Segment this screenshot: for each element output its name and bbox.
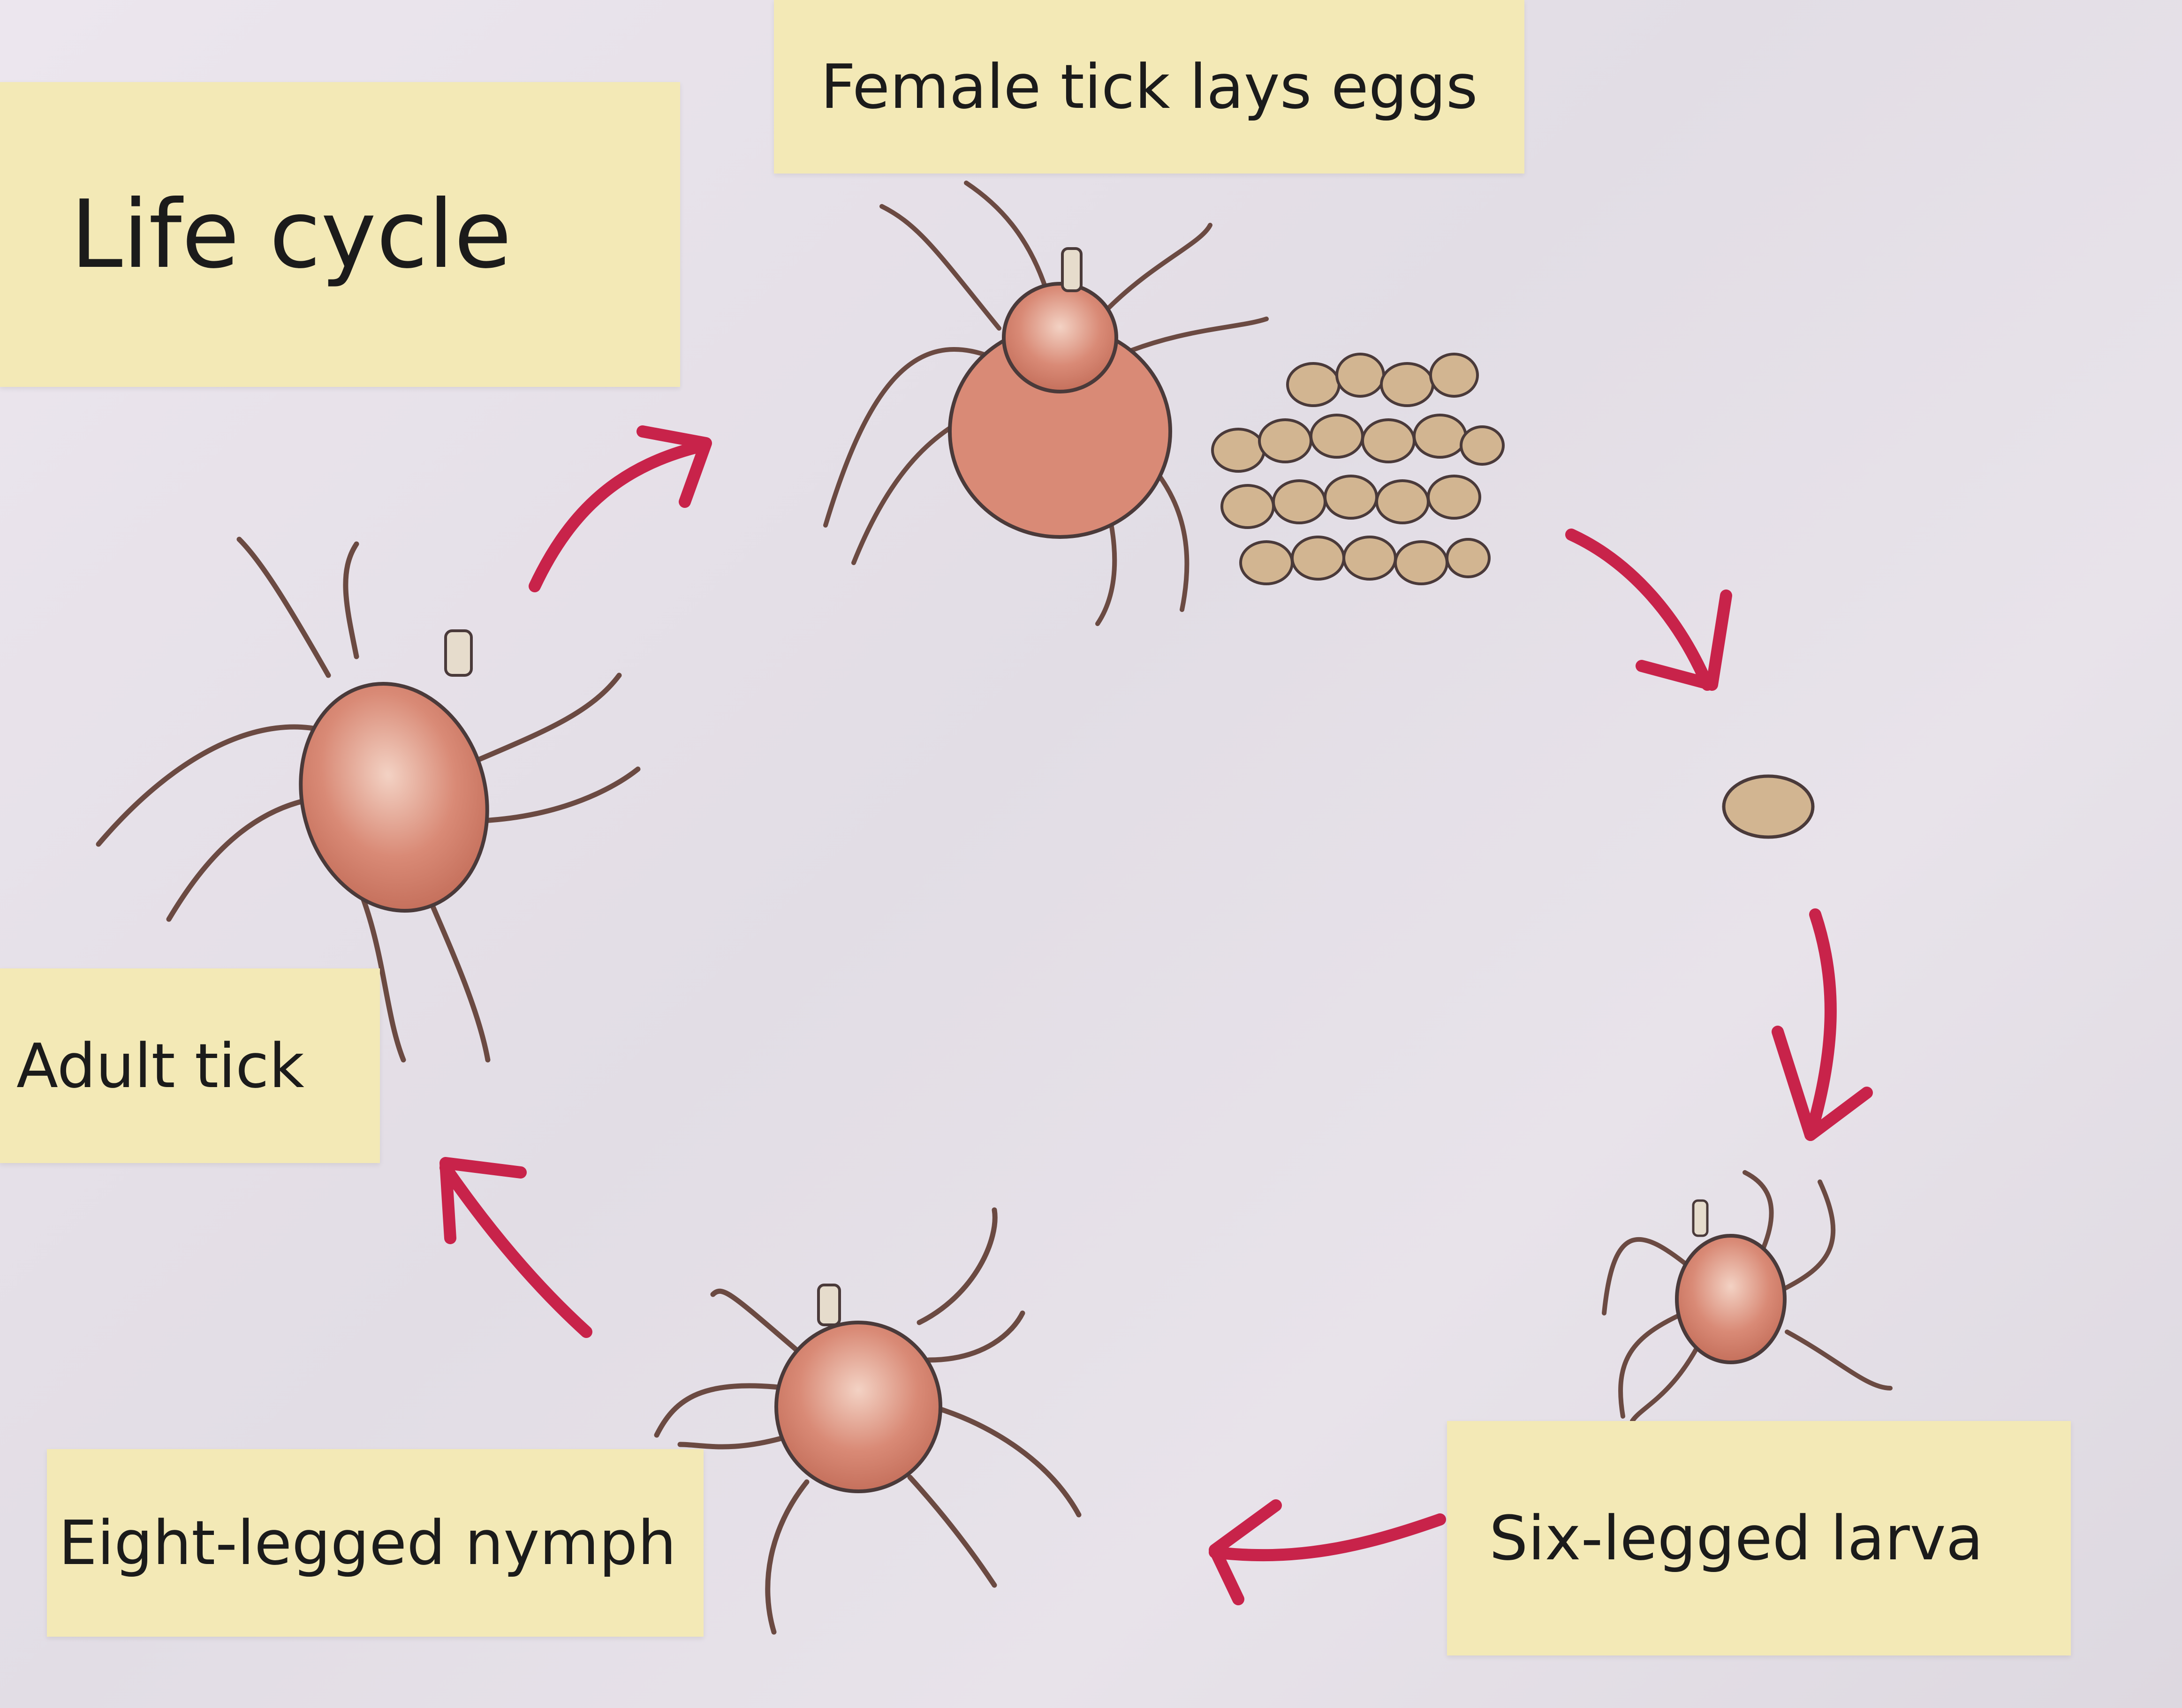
page-title: Life cycle [70,180,512,289]
eggs-cluster-drawing [1211,353,1505,585]
larva-tick-drawing [1602,1170,1893,1423]
stage-label-adult-text: Adult tick [16,1030,304,1102]
stage-label-nymph-text: Eight-legged nymph [59,1507,676,1579]
stage-label-female-text: Female tick lays eggs [820,51,1478,122]
female-tick-drawing [823,181,1269,626]
stage-label-larva-text: Six-legged larva [1489,1503,1984,1574]
stage-label-larva: Six-legged larva [1447,1421,2071,1655]
arrow-larva-to-nymph [1209,1513,1446,1562]
stage-label-nymph: Eight-legged nymph [47,1449,704,1637]
stage-label-adult: Adult tick [0,968,380,1163]
single-egg-drawing [1722,774,1815,839]
arrow-nymph-to-adult [439,1162,592,1338]
nymph-tick-drawing [654,1207,1082,1635]
stage-label-female: Female tick lays eggs [774,0,1524,174]
arrow-adult-to-female [529,439,710,592]
arrow-egg-to-larva [1804,908,1837,1141]
adult-tick-drawing [96,537,641,1063]
cycle-arrows [439,425,1873,1605]
arrow-female-to-egg [1565,529,1713,691]
title-note: Life cycle [0,82,680,387]
